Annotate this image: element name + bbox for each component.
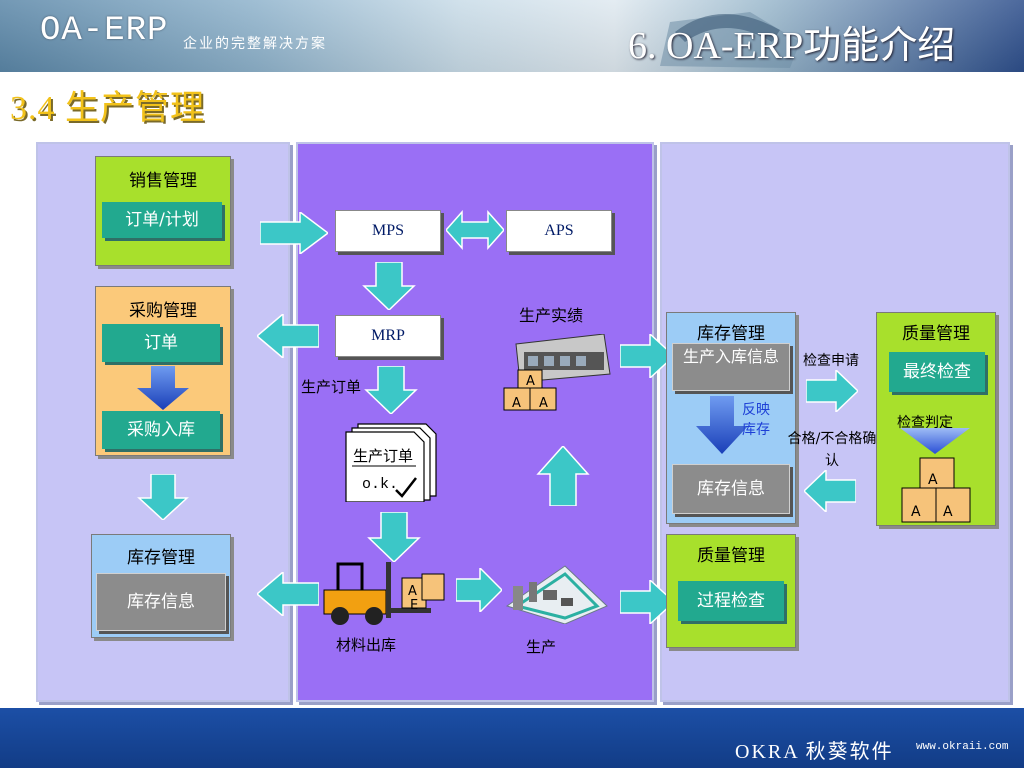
factory-crate-letter-left: A [512, 396, 521, 411]
final-inspection-button[interactable]: 最终检查 [889, 352, 985, 392]
quality-management-title-top: 质量管理 [902, 324, 970, 344]
approved-boxes-icon [901, 457, 971, 523]
header-overlay [0, 0, 1024, 72]
order-plan-button[interactable]: 订单/计划 [102, 202, 222, 238]
inventory-management-title-left: 库存管理 [127, 548, 195, 568]
purchase-inbound-button[interactable]: 采购入库 [102, 411, 220, 449]
approved-box-letter-right: A [943, 504, 953, 520]
production-to-quality-arrow-icon [620, 580, 674, 624]
left-down-arrow-icon [137, 474, 189, 520]
inventory-info-button-left[interactable]: 库存信息 [96, 573, 226, 631]
forklift-icon [323, 562, 445, 625]
double-arrow-icon [446, 210, 504, 250]
purchase-management-title: 采购管理 [129, 301, 197, 321]
inspect-request-label: 检查申请 [803, 353, 859, 369]
order-to-issue-arrow-icon [367, 512, 421, 562]
document-ok-mark: o.k. [362, 476, 399, 493]
mrp-to-order-arrow-icon [364, 366, 418, 414]
production-result-label: 生产实绩 [519, 306, 584, 325]
left-arrow-icon-mrp-to-purchase [257, 314, 319, 358]
inventory-management-title-right: 库存管理 [697, 324, 765, 344]
left-arrow-icon-issue-to-inventory [257, 572, 319, 616]
issue-to-production-arrow-icon [456, 568, 502, 612]
production-label: 生产 [526, 638, 557, 656]
approved-box-letter-left: A [911, 504, 921, 520]
factory-icon [503, 334, 611, 411]
mps-to-mrp-arrow-icon [362, 262, 416, 310]
material-issue-label: 材料出库 [336, 636, 397, 654]
footer-bar [0, 708, 1024, 768]
telephone-icon [660, 12, 800, 68]
production-order-document-icon [345, 423, 437, 502]
production-inbound-info-button[interactable]: 生产入库信息 [672, 343, 790, 391]
section-title: 3.4 生产管理 [10, 90, 205, 127]
slide-title: 6. OA-ERP功能介绍 [628, 25, 956, 67]
quality-management-title-bottom: 质量管理 [697, 546, 765, 566]
production-line-icon [505, 565, 608, 624]
forklift-crate-letter-e: E [410, 598, 419, 613]
footer-url[interactable]: www.okraii.com [916, 741, 1009, 753]
pass-fail-left-arrow-icon [804, 470, 856, 512]
sales-management-title: 销售管理 [129, 171, 197, 191]
production-up-arrow-icon [536, 446, 590, 506]
right-arrow-icon-sales-to-mps [260, 212, 328, 254]
footer-brand: OKRA 秋葵软件 [735, 741, 894, 763]
judge-down-arrow-icon [900, 428, 970, 454]
purchase-order-button[interactable]: 订单 [102, 324, 220, 362]
result-to-inventory-arrow-icon [620, 334, 674, 378]
process-inspection-button[interactable]: 过程检查 [678, 581, 784, 621]
header-banner [0, 0, 1024, 72]
inspection-judge-label: 检查判定 [897, 415, 953, 431]
document-title: 生产订单 [353, 447, 414, 465]
aps-box[interactable]: APS [506, 210, 612, 252]
approved-box-letter-top: A [928, 472, 938, 488]
brand-logo: OA-ERP [40, 12, 169, 50]
factory-crate-letter-right: A [539, 396, 548, 411]
reflect-inventory-down-arrow-icon [696, 396, 748, 454]
factory-crate-letter-top: A [526, 374, 535, 389]
mrp-box[interactable]: MRP [335, 315, 441, 357]
mps-box[interactable]: MPS [335, 210, 441, 252]
reflect-inventory-label: 反映库存 [742, 402, 770, 438]
forklift-crate-letter-a: A [408, 584, 417, 599]
inspect-request-arrow-icon [806, 370, 858, 412]
purchase-down-arrow-icon [137, 366, 189, 410]
brand-subtitle: 企业的完整解决方案 [183, 36, 327, 52]
pass-fail-confirm-label: 合格/不合格确认 [787, 431, 877, 469]
inventory-info-button-right[interactable]: 库存信息 [672, 464, 790, 514]
production-order-label: 生产订单 [301, 378, 362, 396]
